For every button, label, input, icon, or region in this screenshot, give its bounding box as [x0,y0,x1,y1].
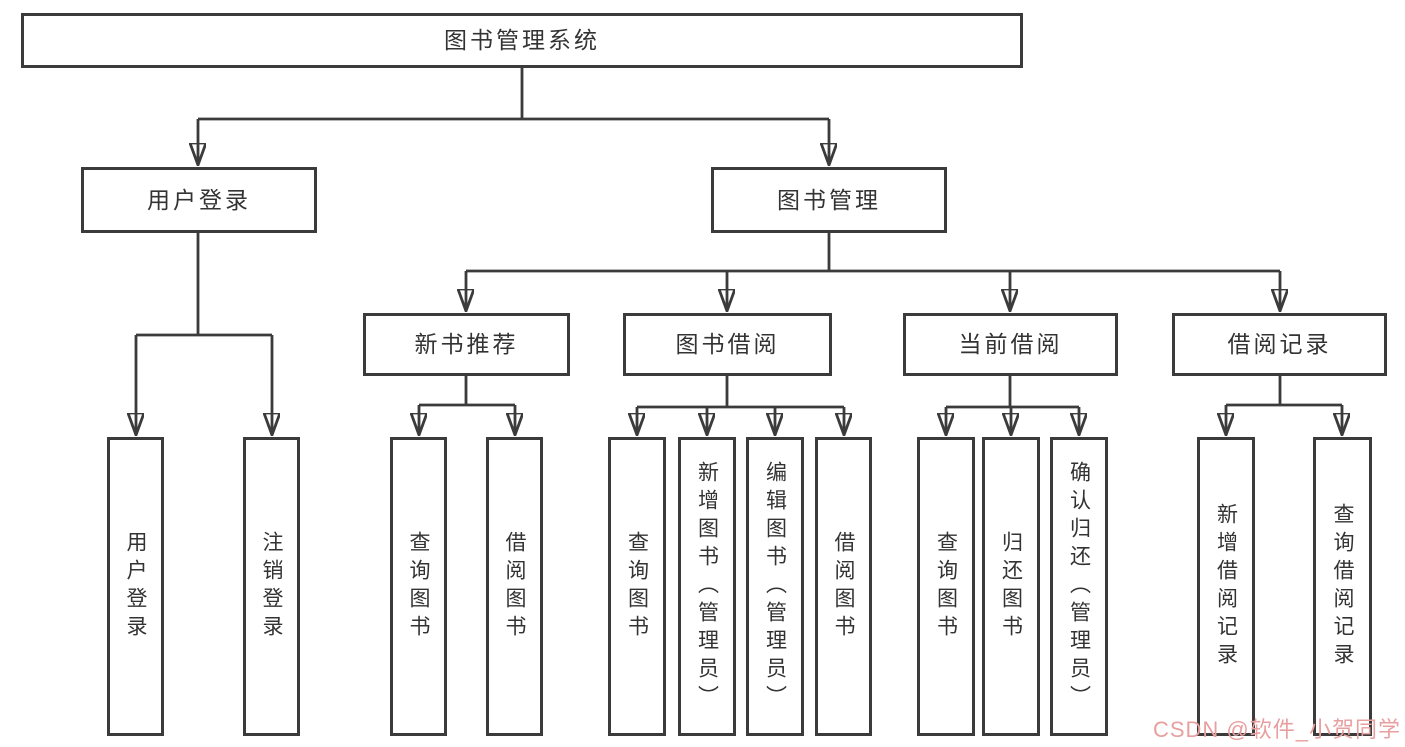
leaf-current-confirm-return-admin: 确认归还（管理员） [1050,437,1108,736]
node-root-system: 图书管理系统 [21,13,1023,68]
node-book-borrowing: 图书借阅 [623,313,832,376]
leaf-recommend-borrow-books: 借阅图书 [486,437,543,736]
leaf-borrow-add-books-admin: 新增图书（管理员） [678,437,736,736]
leaf-records-query-record: 查询借阅记录 [1313,437,1372,736]
leaf-borrow-borrow-books: 借阅图书 [815,437,872,736]
leaf-recommend-query-books: 查询图书 [390,437,447,736]
leaf-logout: 注销登录 [243,437,300,736]
leaf-borrow-edit-books-admin: 编辑图书（管理员） [746,437,804,736]
leaf-current-query-books: 查询图书 [917,437,975,736]
leaf-current-return-books: 归还图书 [982,437,1040,736]
leaf-user-login: 用户登录 [107,437,164,736]
node-user-login: 用户登录 [81,167,317,233]
node-book-management: 图书管理 [711,167,947,233]
leaf-records-add-record: 新增借阅记录 [1197,437,1255,736]
node-current-borrowing: 当前借阅 [903,313,1118,376]
node-borrowing-records: 借阅记录 [1172,313,1387,376]
leaf-borrow-query-books: 查询图书 [608,437,666,736]
node-new-book-recommend: 新书推荐 [363,313,570,376]
